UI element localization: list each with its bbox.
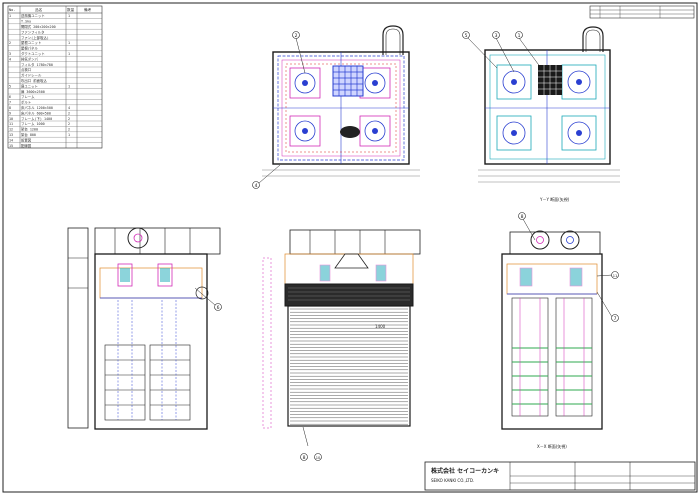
balloon-tl-2: 2 [295,33,298,39]
parts-cell-no: 3 [9,52,11,56]
parts-cell-qty: 2 [68,117,70,121]
balloon-fm-10: 10 [316,456,321,460]
parts-cell-qty: 1 [68,52,70,56]
parts-cell-name: 床パネル 1200×500 [21,105,53,110]
parts-cell-no: 4 [9,57,11,61]
parts-cell-name: ボルト [21,100,31,105]
parts-cell-no: 14 [9,138,13,142]
parts-cell-name: T.Sky [21,20,31,24]
view-label-y: Y－Y 断面(矢視) [539,196,570,202]
parts-cell-name: ダクトユニット [21,51,45,56]
parts-header-note: 備考 [84,7,92,12]
parts-cell-name: フレーム [21,94,35,99]
company-name-jp: 株式会社 セイコーカンキ [431,467,499,475]
parts-cell-qty: 2 [68,122,70,126]
parts-cell-no: 1 [9,14,11,18]
parts-cell-name: ガイドレール [21,73,42,78]
revision-block [589,5,695,19]
parts-cell-qty: 1 [68,41,70,45]
parts-cell-no: 8 [9,106,11,110]
parts-cell-name: フレーム(下) 1400 [21,116,52,121]
front-view-left: 6 [67,227,222,430]
balloon-fm-8: 8 [303,455,306,461]
balloon-fr-7: 7 [614,316,617,322]
parts-cell-name: フィルタ 1780×780 [21,62,53,67]
front-view-right: 8 11 7 X－X 断面(矢視) [501,212,619,449]
parts-cell-name: 扉ユニット [21,83,38,88]
company-name-en: SEIKO KANKI CO.,LTD. [431,478,474,483]
parts-cell-name: 架台 1200 [21,127,38,132]
parts-cell-name: フレーム 1000 [21,121,45,126]
parts-cell-qty: 1 [68,133,70,137]
parts-cell-name: 送風機ユニット [21,13,45,18]
front-view-middle: 1400 8 10 [262,229,421,461]
balloon-tr-3: 3 [495,33,498,39]
parts-cell-name: 屋根ユニット [21,40,41,45]
parts-cell-name: 排気ダンパ [21,56,39,61]
parts-cell-no: 12 [9,128,13,132]
parts-cell-name: ファンフィルタ [21,29,45,34]
parts-cell-name: 設置図 [21,137,32,142]
balloon-fl-6: 6 [217,305,220,311]
parts-cell-name: 扉 3600×2500 [21,89,45,94]
parts-cell-qty: 2 [68,128,70,132]
parts-cell-name: ファン(上部吸込) [21,35,49,40]
parts-cell-qty: 1 [68,84,70,88]
title-block: 株式会社 セイコーカンキ SEIKO KANKI CO.,LTD. [424,461,696,491]
parts-cell-no: 6 [9,95,11,99]
balloon-tl-4: 4 [255,183,258,189]
front-dimension: 1400 [375,324,386,329]
parts-cell-name: 屋根パネル [21,46,39,51]
balloon-tr-5: 5 [465,33,468,39]
parts-cell-no: 7 [9,101,11,105]
parts-cell-qty: 4 [68,106,70,110]
parts-cell-no: 11 [9,122,13,126]
balloon-fr-8: 8 [521,214,524,220]
parts-header-no: No. [9,8,16,12]
parts-header-name: 品名 [35,7,43,12]
parts-cell-no: 9 [9,111,11,115]
parts-cell-name: 吹出口 前面吸込 [21,78,47,83]
parts-cell-qty: 2 [68,111,70,115]
view-label-x: X－X 断面(矢視) [537,443,567,449]
parts-cell-no: 10 [9,117,13,121]
top-view-left: 2 4 [252,25,420,189]
balloon-tr-1: 1 [518,33,521,39]
parts-cell-name: 配線図 [21,143,32,148]
parts-header-qty: 数量 [67,7,75,12]
balloon-fr-11: 11 [613,274,618,278]
parts-cell-name: 点検口 [21,67,31,72]
parts-cell-name: 床パネル 600×500 [21,110,51,115]
parts-cell-qty: 1 [68,14,70,18]
parts-cell-no: 2 [9,41,11,45]
parts-cell-name: 開閉式 200×200×200 [21,24,56,29]
parts-cell-no: 15 [9,144,13,148]
parts-cell-no: 5 [9,84,11,88]
parts-cell-name: 架台 800 [21,132,36,137]
parts-cell-no: 13 [9,133,13,137]
top-view-right: 5 3 1 Y－Y 断面(矢視) [462,26,620,202]
